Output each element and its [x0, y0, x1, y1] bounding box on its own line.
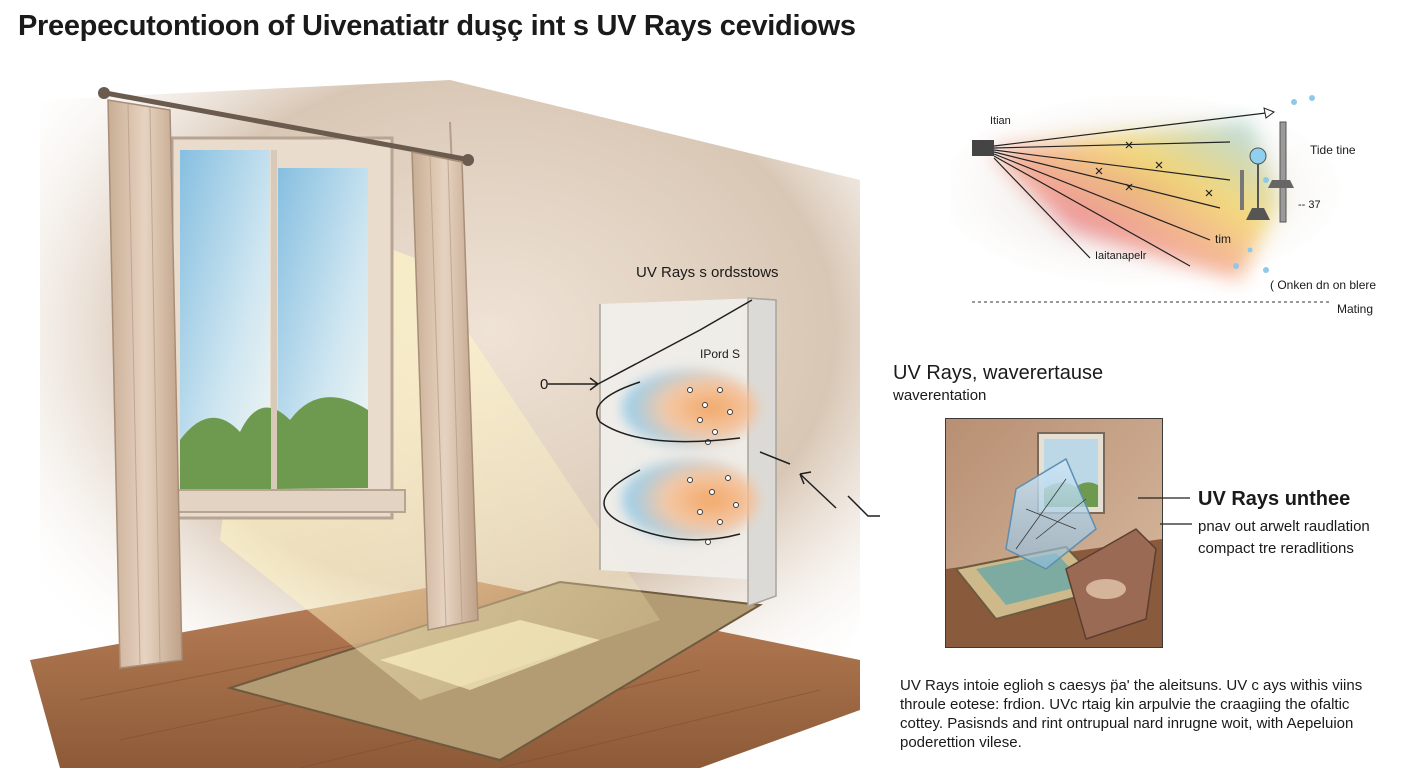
description-paragraph: UV Rays intoie eglioh s caesys p̈a' the …: [900, 676, 1390, 752]
bottom-label: Iaitanapelr: [1095, 250, 1147, 262]
shield-label: UV Rays s ordsstows: [636, 264, 779, 281]
inset-side-title: UV Rays unthee: [1198, 488, 1351, 510]
curtain-rod: [99, 89, 471, 163]
note-label: ( Onken dn on blere: [1270, 278, 1377, 292]
value-label: -- 37: [1298, 199, 1321, 211]
inset-room-picture: [945, 418, 1163, 648]
paragraph-line: UV Rays intoie eglioh s caesys p̈a' the …: [900, 677, 1363, 694]
room-illustration: [30, 80, 880, 768]
tube-label: Tide tine: [1310, 143, 1356, 157]
panel-label: IPord S: [700, 347, 741, 361]
uv-particle-cloud-lower: [622, 460, 758, 540]
axis-label: Mating: [1337, 302, 1374, 316]
inset-heading-line1: UV Rays, waverertause: [893, 362, 1104, 384]
inset-side-line2: compact tre reradlitions: [1198, 540, 1354, 557]
spectrum-band: [990, 120, 1280, 280]
curtain-left: [107, 99, 183, 669]
inset-side-line1: pnav out arwelt raudlation: [1198, 518, 1370, 535]
paragraph-line: cottey. Pasisnds and rint ontrupual nard…: [900, 715, 1354, 732]
uv-particle-cloud-upper: [622, 370, 758, 446]
inset-connector: [847, 495, 880, 517]
inset-uv-shield: [1005, 457, 1097, 570]
paragraph-line: poderettion vilese.: [900, 734, 1022, 751]
paragraph-line: throule eotese: frdion. UVc rtaig kin ar…: [900, 696, 1350, 713]
page-title: Preepecutontioon of Uivenatiatr duşç int…: [18, 10, 856, 42]
uv-spectrum-diagram: [950, 95, 1340, 303]
left-marker-label: 0: [540, 376, 549, 393]
light-source: [972, 140, 994, 156]
lab-stand: [1246, 208, 1270, 220]
window-sill: [164, 489, 406, 513]
inset-heading-line2: waverentation: [893, 387, 987, 404]
test-tube: [1279, 121, 1287, 223]
inset-heading: UV Rays, waverertause: [893, 362, 1103, 385]
inset-leaders: [1138, 497, 1192, 525]
mid-label: tim: [1215, 232, 1231, 246]
source-label: Itian: [990, 115, 1011, 127]
curtain-right: [411, 151, 479, 631]
inset-room-illustration: [946, 419, 1162, 647]
